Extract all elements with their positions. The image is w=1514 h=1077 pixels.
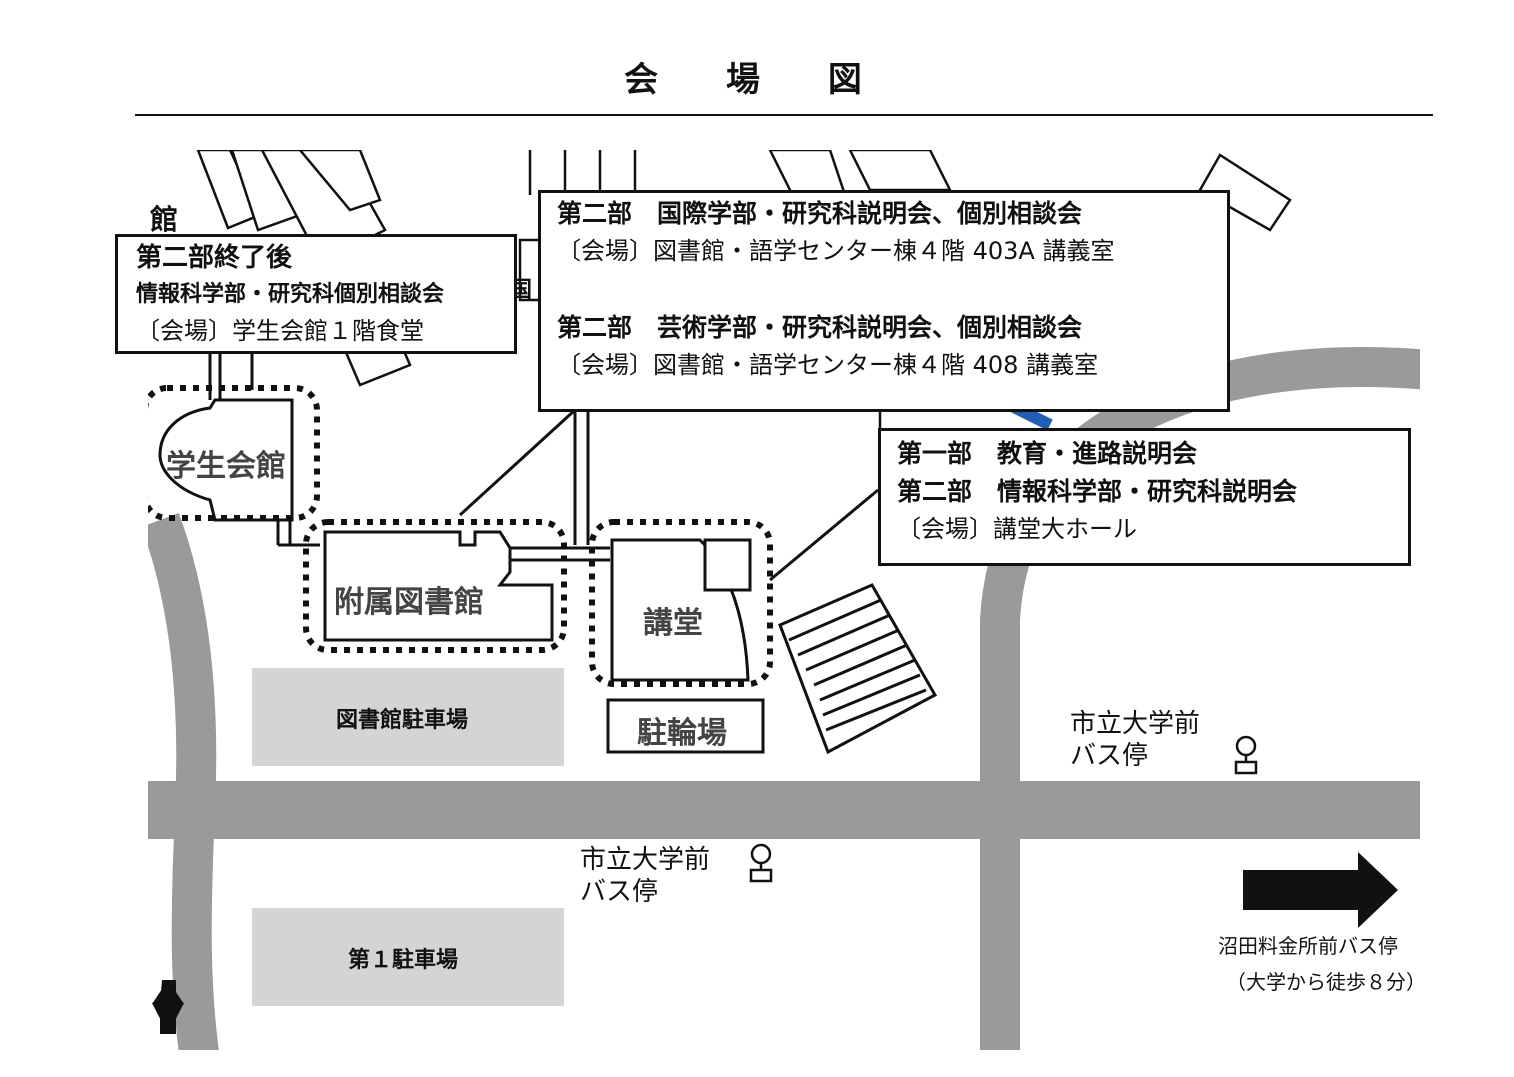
auditorium-dotted-outline [589,519,773,687]
staircase [778,583,938,755]
info-box-line: 〔会場〕図書館・語学センター棟４階 408 講義室 [557,351,1099,379]
student-hall-label: 学生会館 [166,449,286,484]
library-building [323,530,554,642]
info-box-second-part: 第二部 国際学部・研究科説明会、個別相談会 〔会場〕図書館・語学センター棟４階 … [538,190,1230,412]
info-box-first-part: 第一部 教育・進路説明会 第二部 情報科学部・研究科説明会 〔会場〕講堂大ホール [878,428,1411,566]
direction-note-line1: 沼田料金所前バス停 [1218,934,1398,958]
info-box-line: 〔会場〕講堂大ホール [897,515,1137,543]
info-box-line: 第一部 教育・進路説明会 [897,439,1198,468]
bus-stop-icon [1234,735,1258,775]
left-curve-road [148,512,219,1050]
right-arrow-icon [1243,852,1398,928]
info-box-line: 第二部 情報科学部・研究科説明会 [897,477,1298,506]
page-title: 会 場 図 [624,60,890,100]
bicycle-parking-label: 駐輪場 [637,716,727,751]
library-dotted-outline [303,519,567,653]
info-box-line: 〔会場〕学生会館１階食堂 [136,317,424,345]
auditorium-annex [703,538,752,592]
parking1-label: 第１駐車場 [348,948,459,973]
library-parking-label: 図書館駐車場 [336,708,469,733]
bus-stop-label-south: 市立大学前 バス停 [580,845,711,907]
direction-note-line2: （大学から徒歩８分） [1226,970,1426,994]
library-label: 附属図書館 [334,585,484,620]
info-box-line: 第二部 芸術学部・研究科説明会、個別相談会 [557,313,1083,342]
up-arrow-icon [152,980,184,1034]
parking1-area [252,908,564,1006]
info-box-line: 第二部 国際学部・研究科説明会、個別相談会 [557,199,1083,228]
info-box-line: 第二部終了後 [136,243,293,273]
bicycle-parking-building [606,698,765,754]
title-rule [135,114,1433,116]
library-parking-area [252,668,564,766]
bus-stop-icon [749,843,773,883]
info-box-line: 〔会場〕図書館・語学センター棟４階 403A 講義室 [557,237,1115,265]
bus-stop-label-north: 市立大学前 バス停 [1070,709,1201,771]
auditorium-label: 講堂 [643,606,703,641]
info-box-line: 情報科学部・研究科個別相談会 [136,282,445,307]
partial-label-kan: 館 [150,203,179,236]
student-hall-building [158,398,294,522]
info-box-after-part2: 第二部終了後 情報科学部・研究科個別相談会 〔会場〕学生会館１階食堂 [115,234,517,354]
